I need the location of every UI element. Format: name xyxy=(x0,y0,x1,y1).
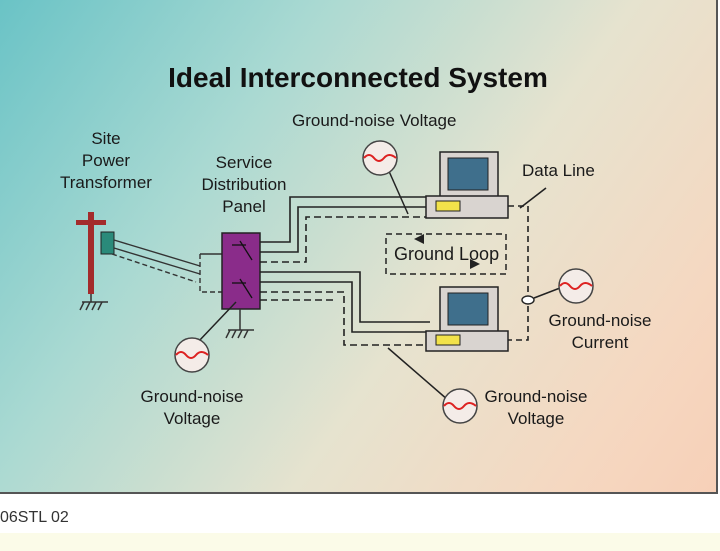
computer-2 xyxy=(425,286,509,352)
transformer-label-line-2: Power xyxy=(81,151,131,170)
noise-meter-current xyxy=(533,268,594,304)
data-line xyxy=(508,187,547,341)
noise-bottom-label-line-1: Ground-noise xyxy=(484,387,588,406)
noise-current-label-line-1: Ground-noise xyxy=(548,311,652,330)
wiring-computer-1 xyxy=(260,196,430,263)
noise-voltage-top-label: Ground-noise Voltage xyxy=(292,111,457,130)
transformer-box xyxy=(100,231,115,255)
data-line-label: Data Line xyxy=(522,161,595,180)
transformer-label-line-1: Site xyxy=(91,129,121,148)
disk-drive-2 xyxy=(435,334,461,346)
noise-meter-top xyxy=(362,140,409,215)
noise-panel-label-line-1: Ground-noise xyxy=(140,387,244,406)
panel-ground-symbol xyxy=(225,309,254,339)
wiring-computer-2 xyxy=(260,271,430,346)
pole-ground-symbol xyxy=(79,294,108,311)
diagram-figure: Ideal Interconnected System Site Power T… xyxy=(0,0,718,494)
panel-label-line-3: Panel xyxy=(222,197,266,216)
figure-caption: 06STL 02 xyxy=(0,509,69,526)
ground-loop-label: Ground Loop xyxy=(394,244,500,264)
transformer-label-line-3: Transformer xyxy=(60,173,152,192)
computer-1 xyxy=(425,151,509,219)
footer-strip xyxy=(0,533,720,551)
noise-current-label: Ground-noise Current xyxy=(540,310,660,354)
panel-label: Service Distribution Panel xyxy=(194,152,294,218)
utility-pole xyxy=(76,212,115,294)
noise-voltage-panel-label: Ground-noise Voltage xyxy=(132,386,252,430)
current-probe xyxy=(521,295,535,305)
service-feed xyxy=(111,239,222,293)
panel-label-line-2: Distribution xyxy=(201,175,287,194)
ground-loop-box xyxy=(385,233,507,275)
disk-drive-1 xyxy=(435,200,461,212)
diagram-title: Ideal Interconnected System xyxy=(168,62,548,93)
noise-meter-panel xyxy=(174,301,237,373)
distribution-panel xyxy=(221,232,261,310)
noise-meter-bottom xyxy=(387,347,478,424)
noise-panel-label-line-2: Voltage xyxy=(163,409,221,428)
noise-current-label-line-2: Current xyxy=(571,333,629,352)
noise-bottom-label-line-2: Voltage xyxy=(507,409,565,428)
ground-loop-arrow-left xyxy=(414,234,424,244)
panel-label-line-1: Service xyxy=(215,153,273,172)
ground-loop-arrow-right xyxy=(470,259,480,269)
diagram-canvas xyxy=(76,140,594,424)
noise-voltage-bottom-label: Ground-noise Voltage xyxy=(476,386,596,430)
transformer-label: Site Power Transformer xyxy=(56,128,156,194)
panel-breakers xyxy=(232,240,253,299)
